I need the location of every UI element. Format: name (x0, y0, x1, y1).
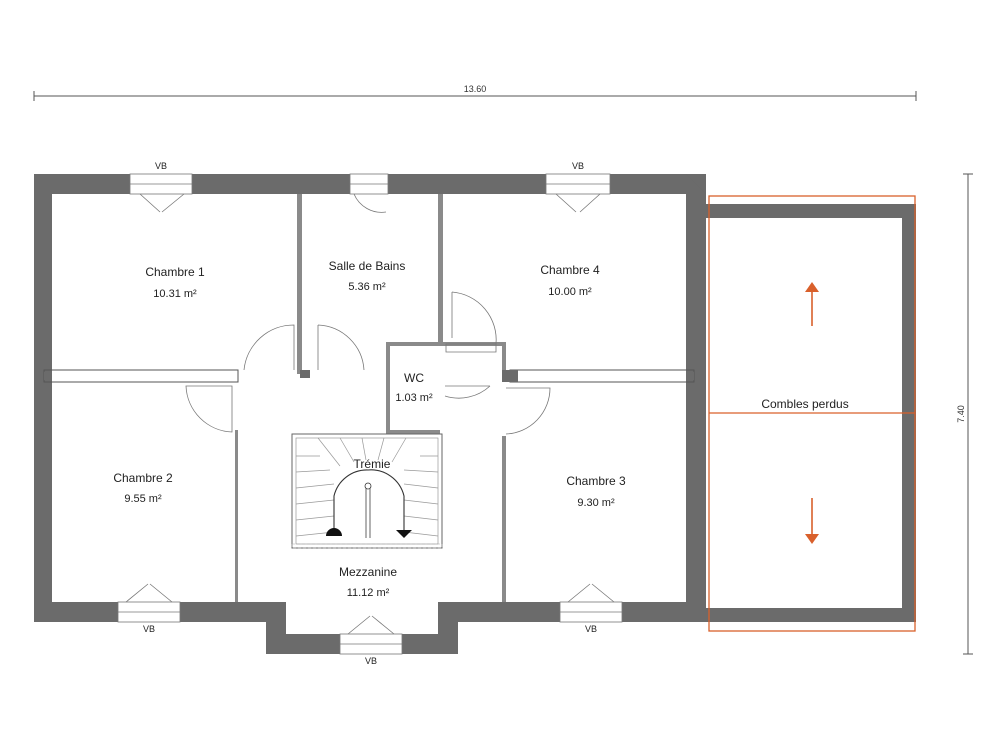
staircase: Trémie (291, 433, 443, 549)
combles-area: Combles perdus (706, 195, 916, 632)
room-area: 5.36 m² (348, 281, 386, 293)
window-label: VB (365, 656, 377, 666)
room-name: Mezzanine (339, 565, 397, 579)
window-mezzanine: VB (339, 615, 403, 666)
room-name: WC (404, 371, 424, 385)
room-name: Salle de Bains (329, 259, 406, 273)
arrow-down-icon (805, 498, 819, 544)
interior-walls (43, 194, 695, 602)
dimension-width-label: 13.60 (464, 84, 487, 94)
room-area: 10.31 m² (153, 288, 197, 300)
dimension-height: 7.40 (956, 173, 973, 655)
room-chambre3: Chambre 3 9.30 m² (566, 474, 626, 509)
window-label: VB (143, 624, 155, 634)
window-chambre1: VB (129, 161, 193, 213)
window-label: VB (572, 161, 584, 171)
dimension-width: 13.60 (33, 84, 917, 101)
room-name: Chambre 1 (145, 265, 205, 279)
room-name: Chambre 2 (113, 471, 173, 485)
room-salle-de-bains: Salle de Bains 5.36 m² (329, 259, 406, 293)
room-name: Chambre 3 (566, 474, 626, 488)
dimension-height-label: 7.40 (956, 405, 966, 423)
room-wc: WC 1.03 m² (395, 371, 433, 404)
window-salle-de-bains (349, 173, 389, 213)
room-chambre4: Chambre 4 10.00 m² (540, 263, 600, 298)
tremie-label: Trémie (354, 457, 391, 471)
doors (185, 291, 551, 435)
window-chambre2: VB (117, 583, 181, 634)
arrow-up-icon (805, 282, 819, 326)
combles-label: Combles perdus (761, 397, 848, 411)
window-chambre3: VB (559, 583, 623, 634)
room-chambre1: Chambre 1 10.31 m² (145, 265, 205, 300)
windows: VB VB VB VB VB (117, 161, 623, 666)
room-name: Chambre 4 (540, 263, 600, 277)
room-mezzanine: Mezzanine 11.12 m² (339, 565, 397, 599)
room-chambre2: Chambre 2 9.55 m² (113, 471, 173, 505)
exterior-walls (34, 174, 706, 654)
room-area: 9.30 m² (577, 497, 615, 509)
room-area: 1.03 m² (395, 392, 433, 404)
room-area: 9.55 m² (124, 493, 162, 505)
room-area: 10.00 m² (548, 286, 592, 298)
window-label: VB (585, 624, 597, 634)
window-chambre4: VB (545, 161, 611, 213)
window-label: VB (155, 161, 167, 171)
room-area: 11.12 m² (347, 587, 390, 599)
